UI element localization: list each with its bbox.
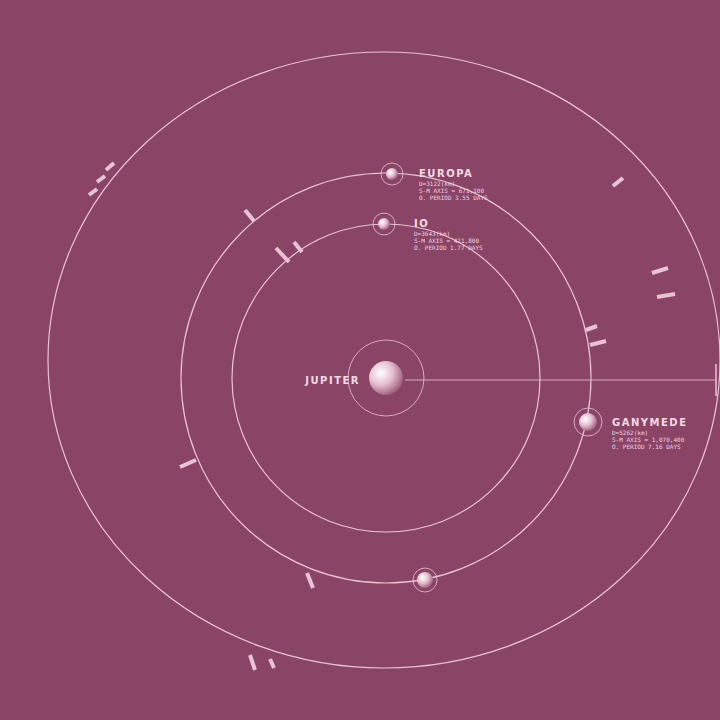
body-data: S-M AXIS = 421,800 (414, 237, 483, 244)
planet-label: JUPITER (305, 375, 360, 387)
body-data: O. PERIOD 7.16 DAYS (612, 443, 687, 450)
axis-tick (715, 364, 717, 396)
body-data: S-M AXIS = 1,070,400 (612, 436, 687, 443)
jupiter-sphere (369, 361, 403, 395)
europa-sphere (386, 168, 398, 180)
body-name: JUPITER (305, 375, 360, 387)
moon-label: IOD=3643(km)S-M AXIS = 421,800O. PERIOD … (414, 218, 483, 251)
body-data: S-M AXIS = 671,100 (419, 187, 488, 194)
body-data: D=5262(km) (612, 429, 687, 436)
moon-label: GANYMEDED=5262(km)S-M AXIS = 1,070,400O.… (612, 417, 687, 450)
ganymede-ring (574, 408, 602, 436)
body-data: O. PERIOD 1.77 DAYS (414, 244, 483, 251)
tick-marks (89, 163, 675, 670)
axis-line (405, 380, 716, 381)
moon-label: EUROPAD=3122(km)S-M AXIS = 671,100O. PER… (419, 168, 488, 201)
ganymede-sphere (579, 413, 597, 431)
inner-orbit (232, 224, 540, 532)
body-data: D=3643(km) (414, 230, 483, 237)
outer-orbit (48, 52, 720, 668)
body-data: D=3122(km) (419, 180, 488, 187)
body-name: EUROPA (419, 168, 488, 180)
io-ring (373, 213, 395, 235)
body-data: O. PERIOD 3.55 DAYS (419, 194, 488, 201)
moon-sphere (417, 572, 433, 588)
europa-ring (381, 163, 403, 185)
io-sphere (378, 218, 390, 230)
body-name: GANYMEDE (612, 417, 687, 429)
body-name: IO (414, 218, 483, 230)
middle-orbit (181, 173, 591, 583)
moon-ring (413, 568, 437, 592)
